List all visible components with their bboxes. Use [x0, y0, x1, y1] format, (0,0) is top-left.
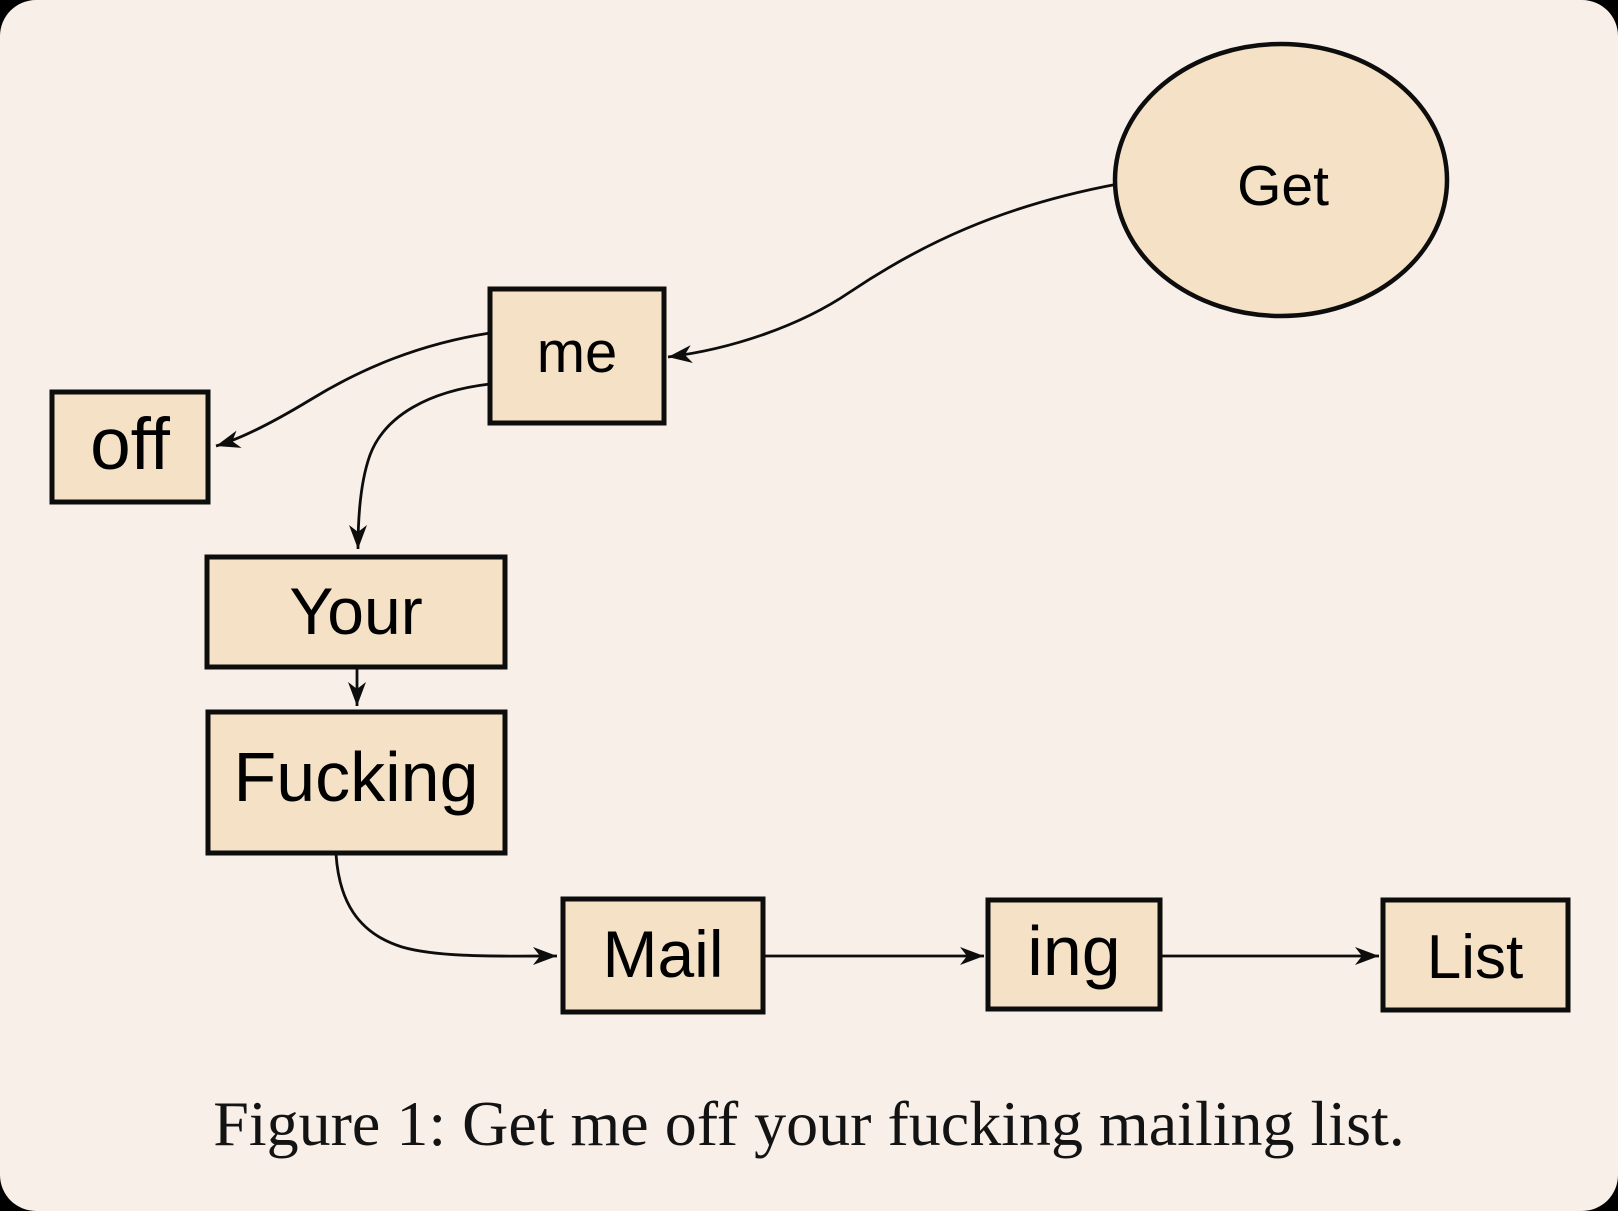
node-mail-label: Mail	[602, 917, 723, 991]
node-mail-rect	[560, 896, 766, 1015]
edge-me-to-your	[349, 382, 491, 550]
node-off-label: off	[90, 404, 171, 485]
node-get-label: Get	[1237, 154, 1329, 218]
node-me: me	[487, 286, 667, 426]
node-your-label: Your	[289, 574, 422, 648]
node-fucking-label: Fucking	[233, 738, 478, 816]
node-your-rect	[204, 554, 508, 670]
node-fucking-rect	[205, 709, 508, 856]
edge-me-to-off	[215, 331, 491, 448]
node-your: Your	[204, 554, 508, 670]
node-ing: ing	[985, 897, 1163, 1012]
node-get-ellipse	[1112, 41, 1450, 319]
node-me-rect	[487, 286, 667, 426]
node-ing-label: ing	[1027, 912, 1120, 990]
node-get: Get	[1112, 41, 1450, 319]
node-off-rect	[49, 389, 211, 505]
figure-caption: Figure 1: Get me off your fucking mailin…	[213, 1088, 1405, 1159]
edge-fucking-to-mail	[334, 853, 558, 966]
node-mail: Mail	[560, 896, 766, 1015]
node-off: off	[49, 389, 211, 505]
edge-get-to-me	[667, 182, 1119, 363]
node-ing-rect	[985, 897, 1163, 1012]
node-list-label: List	[1427, 923, 1523, 992]
node-list: List	[1380, 897, 1571, 1013]
node-me-label: me	[537, 320, 618, 385]
node-list-rect	[1380, 897, 1571, 1013]
node-fucking: Fucking	[205, 709, 508, 856]
